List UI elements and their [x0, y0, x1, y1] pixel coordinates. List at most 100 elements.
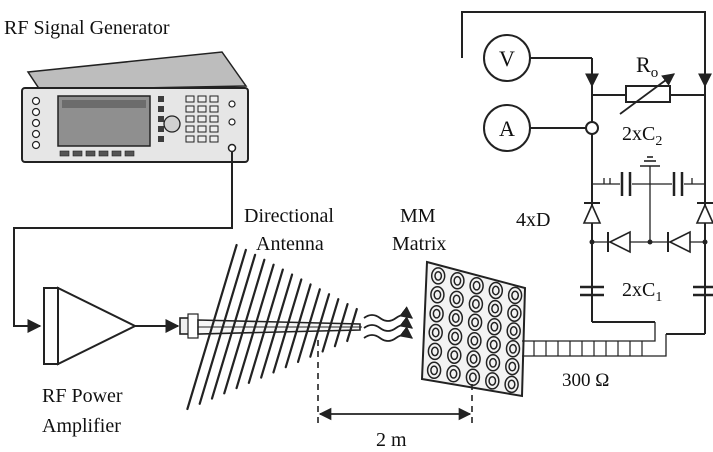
antenna-element	[186, 243, 238, 411]
matrix-ring-inner	[469, 354, 478, 364]
matrix-ring-inner	[434, 270, 443, 281]
antenna-element	[296, 288, 321, 364]
matrix-ring-inner	[511, 290, 520, 301]
matrix-ring-outer	[505, 357, 520, 376]
antenna-element	[333, 302, 349, 348]
matrix-ring-inner	[489, 357, 497, 368]
matrix-ring-inner	[452, 294, 461, 305]
matrix-ring-inner	[431, 327, 440, 338]
matrix-ring-outer	[426, 361, 442, 380]
generator-to-amplifier-cable	[13, 152, 233, 333]
matrix-ring-inner	[468, 372, 477, 383]
matrix-ring-outer	[446, 365, 461, 383]
matrix-ring-inner	[471, 317, 480, 328]
antenna-element	[321, 298, 340, 353]
matrix-ring-outer	[487, 299, 503, 318]
matrix-ring-outer	[430, 267, 446, 285]
knob-icon	[163, 115, 181, 133]
matrix-ring-inner	[433, 289, 442, 300]
variable-resistor-arrow	[619, 73, 676, 115]
matrix-ring-inner	[488, 375, 497, 386]
antenna-element	[260, 273, 294, 379]
matrix-ring-inner	[489, 339, 498, 350]
matrix-ring-inner	[430, 346, 439, 357]
rf-output-port	[227, 143, 237, 153]
matrix-ring-inner	[490, 321, 499, 332]
antenna-element	[235, 263, 275, 390]
ammeter-label: A	[499, 116, 515, 141]
matrix-ring-outer	[485, 354, 501, 372]
matrix-ring-inner	[430, 365, 439, 376]
antenna-element	[198, 248, 247, 405]
matrix-ring-inner	[432, 308, 441, 319]
amplifier-label-line1: RF Power	[42, 385, 123, 407]
matrix-ring-outer	[429, 304, 444, 323]
signal-generator-label: RF Signal Generator	[4, 17, 170, 39]
voltmeter-label: V	[499, 46, 515, 71]
matrix-ring-inner	[508, 361, 517, 372]
matrix-ring-outer	[468, 295, 484, 313]
directional-antenna	[179, 243, 362, 411]
matrix-ring-inner	[510, 308, 519, 319]
matrix-ring-inner	[470, 335, 479, 346]
matrix-ring-outer	[450, 272, 465, 290]
matrix-ring-outer	[448, 309, 464, 327]
matrix-ring-inner	[450, 350, 459, 361]
matrix-ring-inner	[491, 285, 500, 296]
matrix-label-line1: MM	[400, 205, 436, 227]
antenna-element	[223, 258, 266, 395]
mm-matrix	[420, 260, 527, 398]
antenna-element	[210, 253, 257, 400]
matrix-ring-outer	[487, 317, 502, 336]
voltmeter	[483, 34, 531, 82]
matrix-ring-inner	[453, 275, 462, 286]
amplifier-label-line2: Amplifier	[42, 415, 121, 437]
matrix-ring-outer	[428, 323, 443, 342]
matrix-ring-outer	[507, 286, 523, 305]
matrix-ring-inner	[507, 379, 516, 390]
matrix-ring-outer	[506, 322, 521, 340]
matrix-ring-outer	[467, 331, 482, 350]
radiation-waves	[363, 306, 414, 342]
matrix-ring-outer	[486, 335, 501, 354]
matrix-ring-outer	[466, 350, 481, 368]
matrix-ring-outer	[465, 368, 481, 387]
distance-label: 2 m	[376, 429, 407, 451]
diode-left-vertical	[582, 202, 602, 224]
matrix-ring-inner	[451, 331, 460, 342]
matrix-ring-outer	[427, 342, 443, 361]
ammeter	[483, 104, 531, 152]
ammeter-break-point	[585, 121, 599, 135]
matrix-ring-inner	[472, 280, 481, 291]
capacitor-top-label: 2xC2	[622, 123, 662, 149]
matrix-ring-outer	[505, 340, 521, 358]
antenna-element	[309, 293, 331, 358]
matrix-ring-inner	[491, 303, 500, 314]
antenna-label-line2: Antenna	[256, 233, 324, 255]
diode-right-vertical	[695, 202, 713, 224]
matrix-ring-inner	[451, 313, 460, 323]
diode-horizontal-right	[667, 230, 691, 254]
antenna-label-line1: Directional	[244, 205, 334, 227]
resistor-label: Ro	[636, 52, 658, 81]
matrix-ring-outer	[430, 286, 445, 304]
matrix-ring-outer	[449, 290, 464, 309]
matrix-ring-inner	[449, 368, 458, 379]
distance-dimension	[317, 340, 473, 425]
diodes-label: 4xD	[516, 209, 550, 231]
twin-lead-line	[522, 322, 667, 357]
matrix-ring-inner	[471, 299, 480, 309]
rectifier-circuit: V Ro A 2xC2 4xD	[461, 11, 713, 335]
impedance-label: 300 Ω	[562, 370, 609, 391]
capacitor-bottom-label: 2xC1	[622, 279, 662, 305]
matrix-ring-outer	[485, 372, 500, 390]
matrix-ring-outer	[504, 375, 519, 394]
signal-generator-device	[21, 51, 249, 163]
rf-power-amplifier	[43, 286, 138, 366]
matrix-ring-outer	[507, 304, 522, 322]
antenna-element	[284, 283, 312, 369]
matrix-ring-inner	[509, 326, 518, 336]
antenna-element	[247, 268, 284, 384]
matrix-ring-outer	[467, 313, 483, 332]
